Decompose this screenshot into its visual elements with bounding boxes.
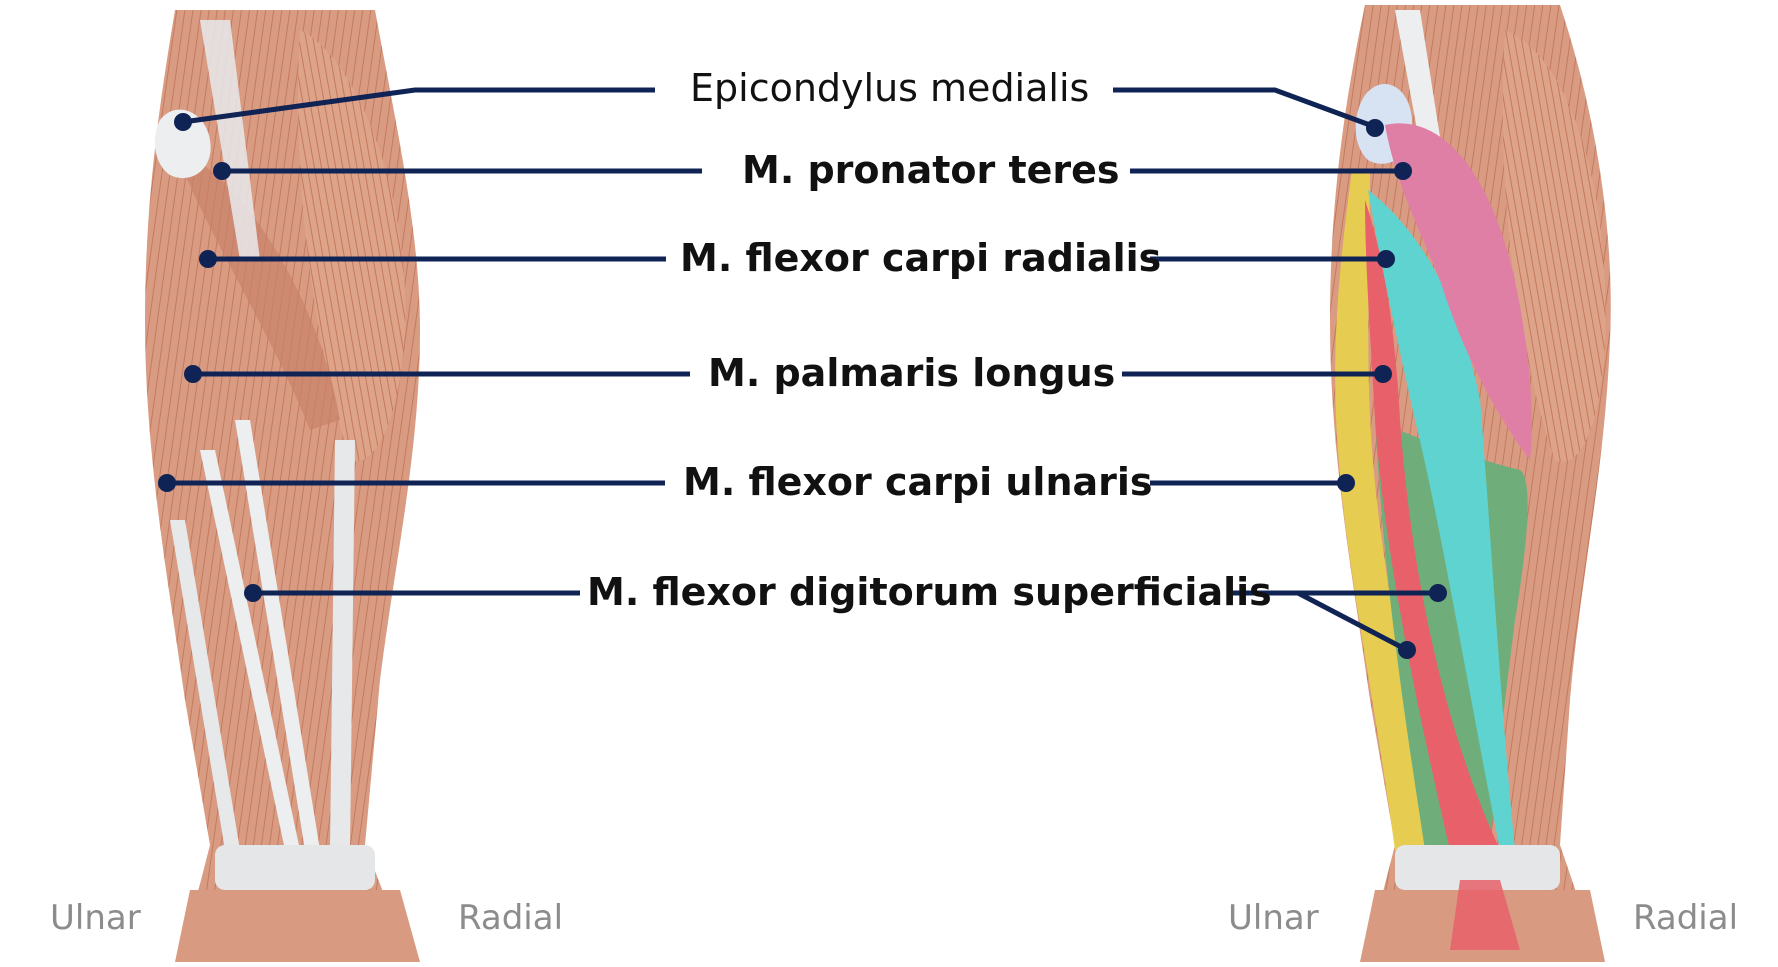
dot-fds-right-a (1429, 584, 1447, 602)
label-palmaris-longus: M. palmaris longus (708, 351, 1116, 395)
leader-fds-right-b (1296, 590, 1409, 653)
right-forearm (1330, 5, 1611, 962)
left-radial-label: Radial (458, 898, 564, 938)
label-epicondylus-medialis: Epicondylus medialis (690, 66, 1090, 110)
dot-fcr-right (1377, 250, 1395, 268)
dot-fcu-left (158, 474, 176, 492)
left-tendon-1 (200, 450, 300, 850)
left-forearm (145, 10, 420, 962)
left-ulnar-label: Ulnar (50, 898, 141, 938)
left-wrist-retinaculum (215, 845, 375, 890)
left-muscle-belly-radial (298, 30, 406, 462)
label-flexor-digitorum-superficialis: M. flexor digitorum superficialis (587, 570, 1272, 614)
dot-fds-right-b (1398, 641, 1416, 659)
dot-palmaris-right (1374, 365, 1392, 383)
dot-epicondylus-right (1366, 119, 1384, 137)
left-tendon-upper (200, 20, 260, 260)
dot-pronator-left (213, 162, 231, 180)
leader-epicondylus-left (182, 87, 655, 125)
leader-epicondylus-right (1113, 87, 1379, 131)
highlight-pronator-teres (1385, 123, 1532, 461)
dot-fcr-left (199, 250, 217, 268)
left-tendon-2 (235, 420, 320, 850)
right-ulnar-label: Ulnar (1228, 898, 1319, 938)
highlight-flexor-carpi-radialis (1368, 190, 1515, 850)
left-tendon-3 (330, 440, 355, 850)
leader-lines (167, 87, 1440, 653)
right-wrist-retinaculum (1395, 845, 1560, 890)
label-flexor-carpi-ulnaris: M. flexor carpi ulnaris (683, 460, 1153, 504)
dot-palmaris-left (184, 365, 202, 383)
dot-fcu-right (1337, 474, 1355, 492)
left-muscle-belly-oblique (175, 150, 340, 430)
right-radial-label: Radial (1633, 898, 1739, 938)
label-flexor-carpi-radialis: M. flexor carpi radialis (680, 236, 1162, 280)
leader-dots (158, 113, 1447, 659)
dot-epicondylus-left (174, 113, 192, 131)
left-tendon-4 (170, 520, 240, 850)
left-epicondyle (154, 109, 211, 179)
left-hand-base (175, 890, 420, 962)
dot-pronator-right (1394, 162, 1412, 180)
dot-fds-left (244, 584, 262, 602)
right-muscle-belly-radial (1502, 30, 1606, 462)
label-pronator-teres: M. pronator teres (742, 148, 1120, 192)
right-palmaris-aponeurosis (1450, 880, 1520, 950)
